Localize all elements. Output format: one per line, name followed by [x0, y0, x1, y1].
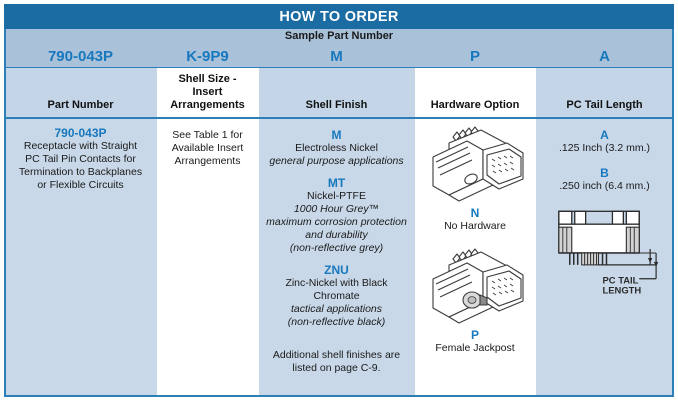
- page-title: HOW TO ORDER: [4, 4, 674, 29]
- part-number-desc-line1: Receptacle with Straight: [23, 140, 138, 152]
- column-header-row: Part Number Shell Size - Insert Arrangem…: [4, 68, 674, 117]
- shell-finish-note-znu-2: (non-reflective black): [287, 316, 386, 328]
- cell-shell-finish: M Electroless Nickel general purpose app…: [258, 119, 415, 397]
- header-shell-size-line3: Arrangements: [170, 99, 245, 111]
- pc-tail-annotation-line1: PC TAIL: [603, 275, 639, 286]
- cell-pc-tail-length: A .125 Inch (3.2 mm.) B .250 inch (6.4 m…: [535, 119, 674, 397]
- pc-tail-annotation-line2: LENGTH: [603, 285, 642, 296]
- sample-code-shell-size: K-9P9: [186, 47, 229, 65]
- shell-finish-note-m-1: general purpose applications: [269, 155, 404, 167]
- shell-size-note-line3: Arrangements: [174, 155, 241, 167]
- pc-tail-option-a: A .125 Inch (3.2 mm.): [541, 129, 668, 155]
- connector-3d-icon: [432, 126, 524, 202]
- connector-side-view-icon: PC TAIL LENGTH: [558, 210, 659, 296]
- sample-part-number-band: Sample Part Number 790-043P K-9P9 M P A: [4, 29, 674, 68]
- connector-3d-jackpost-icon: [432, 248, 524, 324]
- header-shell-size-line1: Shell Size -: [178, 73, 237, 85]
- shell-finish-footnote-line2: listed on page C-9.: [292, 362, 381, 374]
- hardware-option-p: P Female Jackpost: [421, 245, 529, 355]
- jackpost-knob-icon: [462, 291, 488, 309]
- part-number-desc-line3: Termination to Backplanes: [18, 166, 143, 178]
- shell-finish-name-znu: Zinc-Nickel with Black: [285, 277, 388, 289]
- sample-code-pc-tail-length: A: [599, 47, 610, 65]
- pc-tail-option-a-code: A: [600, 128, 609, 142]
- shell-size-note-line1: See Table 1 for: [172, 129, 243, 141]
- sample-code-part-number: 790-043P: [47, 47, 114, 65]
- pc-tail-option-b: B .250 inch (6.4 mm.): [541, 167, 668, 193]
- header-shell-finish: Shell Finish: [305, 99, 368, 111]
- hardware-option-n-caption: N No Hardware: [444, 207, 506, 233]
- cell-hardware-option: N No Hardware: [415, 119, 535, 397]
- sample-code-hardware-option: P: [469, 47, 480, 65]
- part-number-desc-line4: or Flexible Circuits: [37, 179, 124, 191]
- column-body-row: 790-043P Receptacle with Straight PC Tai…: [4, 119, 674, 397]
- column-separator-2: [258, 68, 259, 397]
- shell-finish-code-znu: ZNU: [324, 263, 349, 277]
- shell-finish-name-m: Electroless Nickel: [295, 142, 378, 154]
- shell-finish-note-mt-1: 1000 Hour Grey™: [293, 203, 380, 215]
- shell-finish-option-m: M Electroless Nickel general purpose app…: [264, 129, 409, 168]
- shell-finish-option-znu: ZNU Zinc-Nickel with Black Chromate tact…: [264, 264, 409, 329]
- column-separator-4: [535, 68, 536, 397]
- table-border-top: [4, 67, 674, 68]
- shell-finish-name-mt: Nickel-PTFE: [307, 190, 366, 202]
- sample-code-shell-finish: M: [330, 47, 343, 65]
- part-number-code: 790-043P: [54, 126, 107, 140]
- cell-shell-size: See Table 1 for Available Insert Arrange…: [157, 119, 258, 397]
- shell-finish-option-mt: MT Nickel-PTFE 1000 Hour Grey™ maximum c…: [264, 177, 409, 255]
- shell-size-note-line2: Available Insert: [171, 142, 244, 154]
- table-border-header: [4, 117, 674, 119]
- shell-finish-note-mt-3: and durability: [305, 229, 368, 241]
- shell-finish-footnote-line1: Additional shell finishes are: [272, 349, 401, 361]
- hardware-option-p-label: Female Jackpost: [435, 342, 515, 354]
- table-border-bottom: [4, 395, 674, 397]
- shell-finish-footnote: Additional shell finishes are listed on …: [264, 349, 409, 375]
- shell-finish-note-mt-4: (non-reflective grey): [289, 242, 384, 254]
- pc-tail-diagram: PC TAIL LENGTH: [541, 205, 668, 297]
- shell-finish-note-znu-1: tactical applications: [290, 303, 383, 315]
- sample-part-number-codes: 790-043P K-9P9 M P A: [4, 44, 674, 68]
- cell-part-number: 790-043P Receptacle with Straight PC Tai…: [4, 119, 157, 397]
- sample-part-number-label: Sample Part Number: [284, 30, 394, 42]
- hardware-option-n-label: No Hardware: [444, 220, 506, 232]
- column-separator-3: [415, 68, 416, 397]
- header-shell-size-insert-arrangements: Shell Size - Insert Arrangements: [157, 68, 258, 117]
- hardware-option-p-caption: P Female Jackpost: [435, 329, 514, 355]
- header-hardware-option: Hardware Option: [415, 68, 535, 117]
- pc-tail-option-b-code: B: [600, 166, 609, 180]
- table-border-left: [4, 29, 6, 397]
- hardware-option-p-code: P: [470, 328, 479, 342]
- shell-finish-code-m: M: [331, 128, 342, 142]
- pc-tail-option-b-label: .250 inch (6.4 mm.): [559, 180, 650, 192]
- part-number-desc-line2: PC Tail Pin Contacts for: [25, 153, 136, 165]
- table-border-right: [672, 29, 674, 397]
- header-pc-tail-length: PC Tail Length: [566, 99, 643, 111]
- hardware-option-n: N No Hardware: [421, 123, 529, 233]
- header-shell-size-line2: Insert: [192, 86, 223, 98]
- hardware-option-n-code: N: [470, 206, 480, 220]
- pc-tail-option-a-label: .125 Inch (3.2 mm.): [558, 142, 651, 154]
- shell-finish-note-mt-2: maximum corrosion protection: [266, 216, 407, 228]
- shell-finish-code-mt: MT: [327, 176, 346, 190]
- header-part-number: Part Number: [47, 99, 114, 111]
- column-separator-1: [157, 68, 158, 397]
- shell-finish-name-znu-2: Chromate: [313, 290, 360, 302]
